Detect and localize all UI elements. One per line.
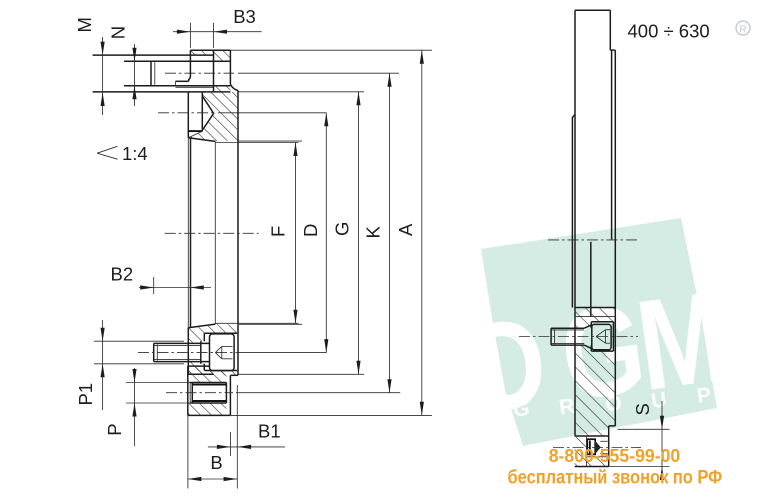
svg-text:P: P <box>104 423 125 435</box>
svg-text:F: F <box>268 226 289 237</box>
svg-text:B3: B3 <box>233 6 256 27</box>
svg-text:G: G <box>512 397 531 422</box>
svg-text:S: S <box>632 403 653 415</box>
svg-text:K: K <box>363 226 384 239</box>
svg-text:N: N <box>108 26 129 39</box>
svg-text:B2: B2 <box>111 264 134 285</box>
svg-text:D: D <box>300 224 321 237</box>
svg-text:U: U <box>650 388 668 413</box>
svg-text:1:4: 1:4 <box>122 143 148 164</box>
svg-text:A: A <box>395 223 416 236</box>
svg-text:бесплатный звонок по РФ: бесплатный звонок по РФ <box>508 466 723 488</box>
svg-text:8-800-555-99-00: 8-800-555-99-00 <box>549 446 681 466</box>
svg-text:G: G <box>331 222 352 236</box>
svg-text:R: R <box>558 395 576 420</box>
svg-text:R: R <box>739 25 746 36</box>
svg-text:M: M <box>629 263 736 417</box>
svg-text:B: B <box>210 452 222 473</box>
svg-text:400 ÷ 630: 400 ÷ 630 <box>628 20 710 41</box>
svg-text:P: P <box>696 383 713 408</box>
svg-text:P1: P1 <box>75 383 96 406</box>
svg-text:M: M <box>74 17 95 32</box>
svg-text:B1: B1 <box>258 421 281 442</box>
